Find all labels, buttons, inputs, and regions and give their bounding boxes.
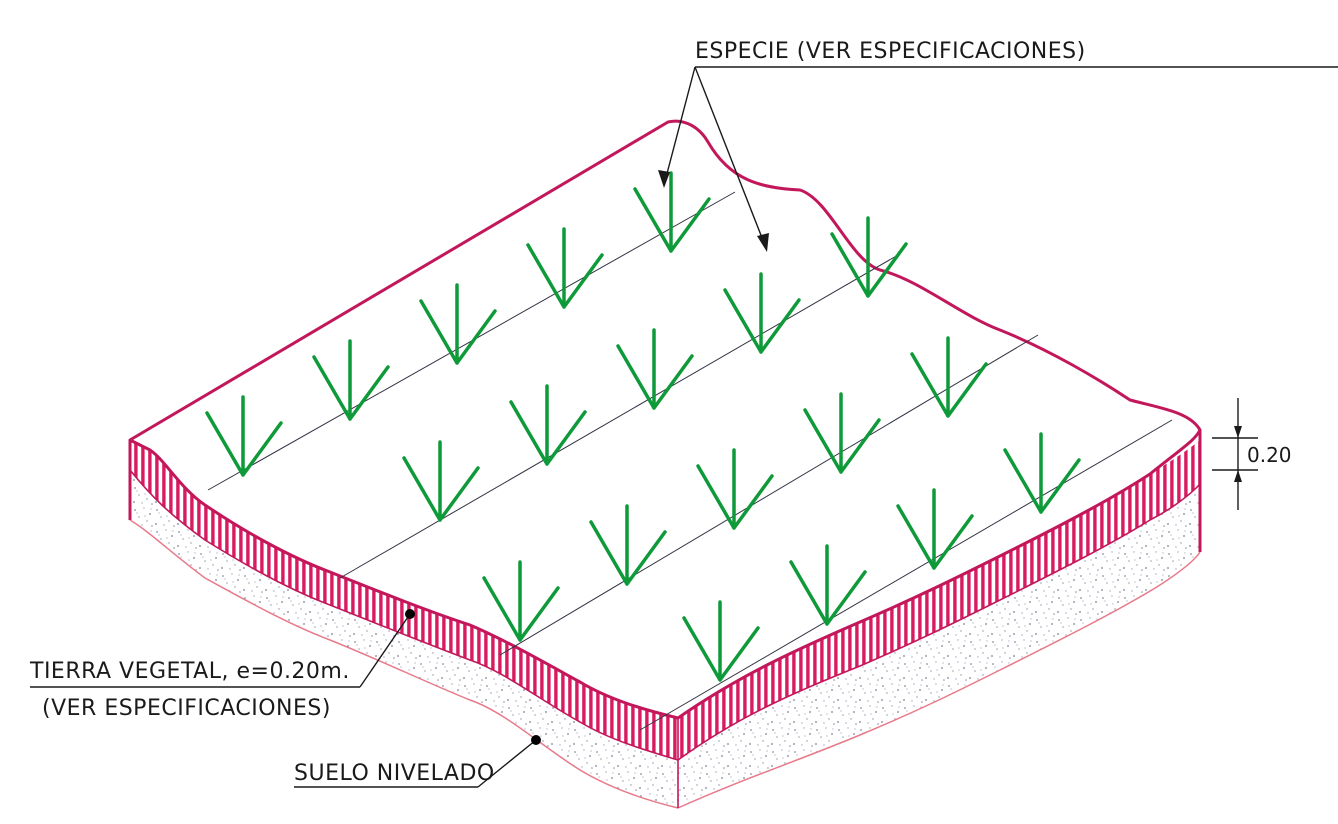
plant-stems	[910, 336, 988, 418]
topsoil-bottom-edge	[129, 469, 1201, 761]
plant-icon	[482, 560, 560, 642]
soil-top-outline	[128, 119, 1202, 720]
leader-dot-icon	[405, 609, 415, 619]
dimension-arrow-icon	[1234, 426, 1242, 438]
leader-dot-icon	[531, 735, 541, 745]
topsoil-band-front-left	[130, 440, 678, 760]
plants-group	[205, 171, 1081, 682]
plant-icon	[419, 283, 497, 365]
plant-stems	[723, 272, 801, 354]
plant-icon	[509, 384, 587, 466]
plant-icon	[896, 488, 974, 570]
plant-stems	[682, 600, 760, 682]
plant-stems	[1003, 432, 1081, 514]
ground-leader-line	[477, 739, 537, 788]
planting-row-line	[639, 419, 1173, 731]
plant-stems	[633, 171, 711, 253]
topsoil-label-line2: (VER ESPECIFICACIONES)	[42, 696, 331, 721]
plant-icon	[633, 171, 711, 253]
ground-label: SUELO NIVELADO	[294, 761, 495, 786]
plant-icon	[205, 395, 283, 477]
plant-icon	[723, 272, 801, 354]
ground-layer-front-left	[130, 470, 678, 808]
plant-icon	[830, 216, 908, 298]
topsoil-band-front-right	[678, 440, 1200, 760]
plant-icon	[910, 336, 988, 418]
plant-stems	[789, 544, 867, 626]
plant-icon	[682, 600, 760, 682]
plant-stems	[526, 227, 604, 309]
plant-icon	[402, 440, 480, 522]
plant-stems	[419, 283, 497, 365]
plant-stems	[402, 440, 480, 522]
arrowhead-icon	[757, 233, 769, 252]
plant-stems	[312, 339, 390, 421]
species-label: ESPECIE (VER ESPECIFICACIONES)	[695, 39, 1086, 64]
plant-stems	[205, 395, 283, 477]
planting-row-line	[339, 254, 899, 579]
plant-stems	[482, 560, 560, 642]
plant-icon	[616, 328, 694, 410]
topsoil-label-line1: TIERRA VEGETAL, e=0.20m.	[29, 659, 350, 684]
plant-stems	[589, 504, 667, 586]
dimension-arrow-icon	[1234, 470, 1242, 482]
thickness-dimension-label: 0.20	[1247, 443, 1292, 467]
plant-stems	[616, 328, 694, 410]
plant-stems	[696, 448, 774, 530]
plant-icon	[312, 339, 390, 421]
plant-icon	[526, 227, 604, 309]
arrowhead-icon	[658, 170, 670, 188]
topsoil-leader-line	[359, 613, 411, 688]
species-leader-line	[694, 66, 767, 249]
species-leader-line	[663, 66, 696, 186]
plant-icon	[789, 544, 867, 626]
ground-bottom-edge	[129, 519, 1201, 809]
plant-icon	[1003, 432, 1081, 514]
plant-icon	[589, 504, 667, 586]
plant-icon	[803, 392, 881, 474]
plant-stems	[896, 488, 974, 570]
plant-stems	[830, 216, 908, 298]
plant-stems	[803, 392, 881, 474]
plant-icon	[696, 448, 774, 530]
plant-stems	[509, 384, 587, 466]
